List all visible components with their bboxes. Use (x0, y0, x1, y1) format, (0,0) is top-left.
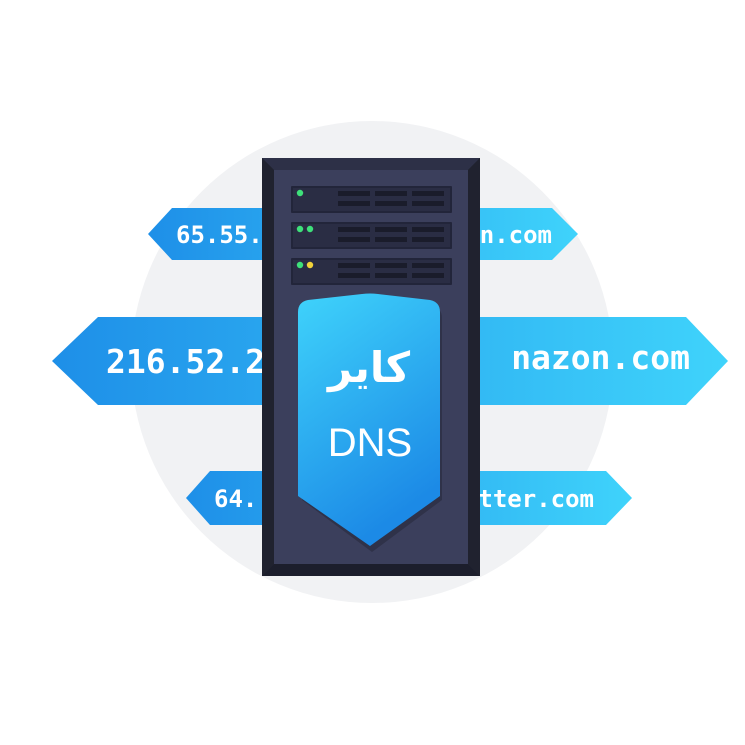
tag-top-left-text: 65.55. (176, 221, 263, 249)
badge-dns-text: DNS (328, 421, 412, 465)
dns-badge: کایر DNS (298, 293, 440, 546)
status-led-icon (296, 225, 304, 233)
tag-bottom-left-text: 64. (214, 485, 257, 513)
drive-bay-2 (291, 222, 452, 249)
status-led-icon (296, 261, 304, 269)
drive-bay-3 (291, 258, 452, 285)
status-led-icon (296, 189, 304, 197)
status-led-icon (306, 225, 314, 233)
badge-brand-text: کایر (326, 344, 411, 393)
tag-middle-right-text: nazon.com (511, 338, 690, 377)
drive-bay-1 (291, 186, 452, 213)
status-led-icon (306, 261, 314, 269)
tag-middle-left-text: 216.52.2 (106, 342, 265, 381)
tag-top-right-text: n.com (480, 221, 552, 249)
tag-bottom-right-text: tter.com (478, 485, 594, 513)
